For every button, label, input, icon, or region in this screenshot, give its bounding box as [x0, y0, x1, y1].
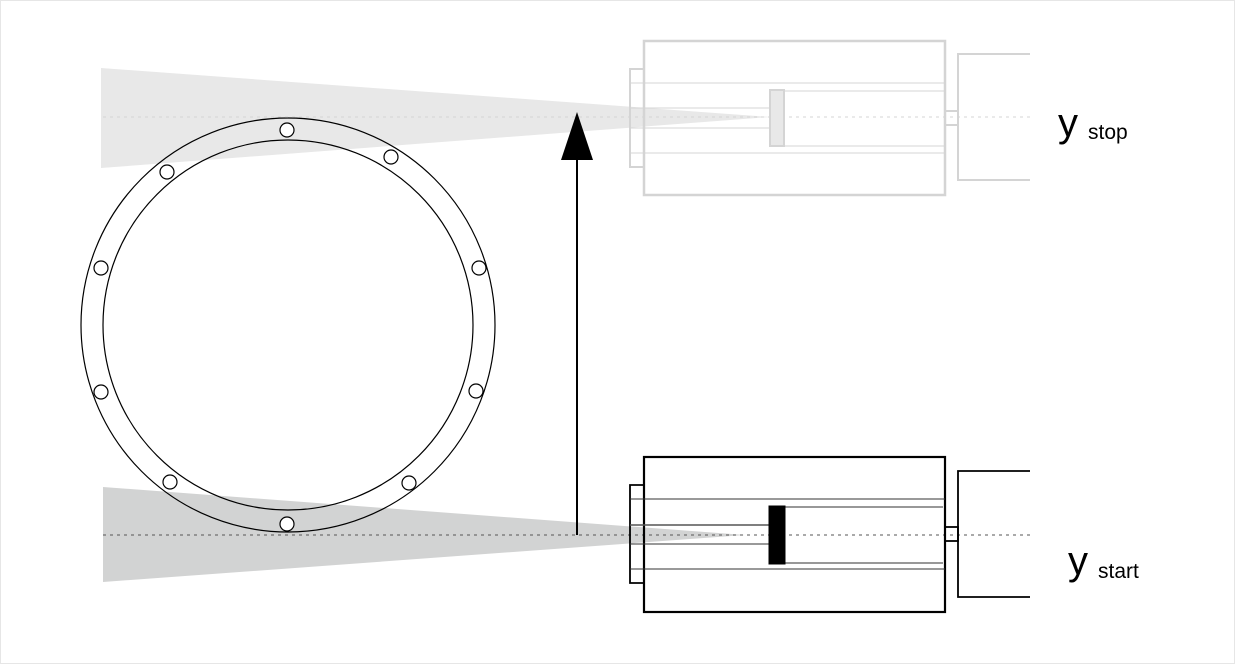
scan-direction-arrow [561, 112, 593, 535]
sensor-assembly-start [629, 455, 1030, 614]
sensor-assembly-stop [629, 39, 1030, 197]
beam-start [103, 487, 745, 582]
bolt-holes [93, 122, 487, 532]
beam-stop [101, 68, 770, 168]
flange-ring [80, 117, 496, 533]
